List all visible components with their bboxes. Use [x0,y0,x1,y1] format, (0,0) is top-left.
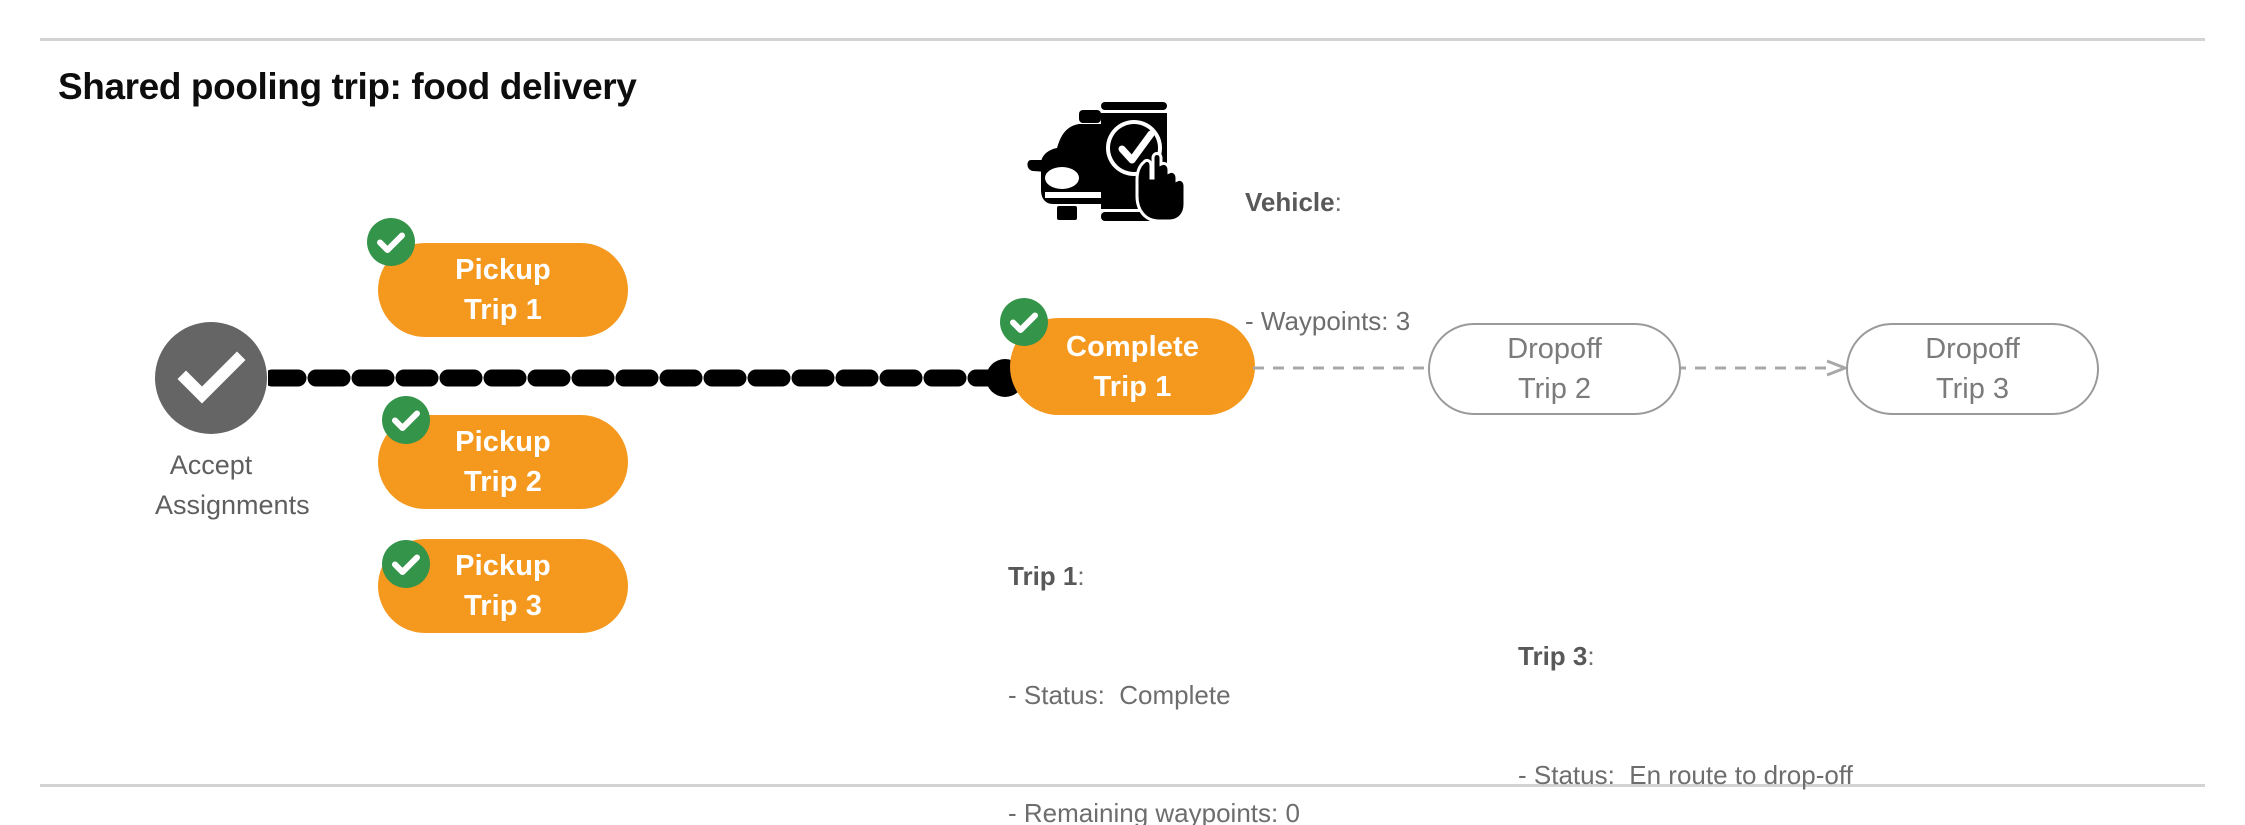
vehicle-info-heading: Vehicle [1245,187,1335,217]
page-title: Shared pooling trip: food delivery [58,66,637,107]
check-badge-icon-complete-trip-1 [1000,298,1048,346]
trip3-heading-colon: : [1587,641,1595,671]
trip1-waypoints-line: - Remaining waypoints: 0 [1008,798,1300,825]
step-action-label: Dropoff [1925,333,2020,365]
step-action-label: Pickup [455,550,551,582]
accept-assignments-node[interactable]: Accept Assignments [155,322,310,525]
step-trip-label: Trip 3 [1935,373,2010,405]
car-phone-check-icon [1027,86,1192,231]
trip1-heading-colon: : [1077,561,1085,591]
step-trip-label: Trip 2 [464,466,542,498]
vehicle-info-heading-row: Vehicle: [1245,183,1410,223]
step-trip-label: Trip 1 [464,294,542,326]
vehicle-info-block: Vehicle: - Waypoints: 3 [1245,104,1410,420]
step-action-label: Pickup [455,254,551,286]
trip3-heading-row: Trip 3: [1518,637,1853,677]
step-dropoff-trip-2[interactable]: Dropoff Trip 2 [1428,323,1681,415]
step-trip-label: Trip 2 [1517,373,1592,405]
accept-label-line1: Accept [169,450,253,480]
step-complete-trip-1[interactable]: Complete Trip 1 [1010,318,1255,415]
bottom-divider [40,784,2205,787]
step-dropoff-trip-3[interactable]: Dropoff Trip 3 [1846,323,2099,415]
trip1-heading-row: Trip 1: [1008,557,1343,597]
trip3-info-block: Trip 3: - Status: En route to drop-off -… [1518,558,1853,825]
check-badge-icon-pickup-trip-3 [382,540,430,588]
connector-complete1-to-dropoff2 [1253,357,1433,379]
trip1-status-line: - Status: Complete [1008,679,1231,710]
check-badge-icon-pickup-trip-2 [382,396,430,444]
check-badge-icon-pickup-trip-1 [367,218,415,266]
step-pickup-trip-1[interactable]: Pickup Trip 1 [378,243,628,337]
check-circle-icon [155,322,267,434]
assignment-route-dashed-line [263,362,1018,394]
trip1-trip2-info-block: Trip 1: - Status: Complete - Remaining w… [1008,478,1343,825]
step-action-label: Pickup [455,426,551,458]
step-action-label: Complete [1066,330,1199,363]
top-divider [40,38,2205,41]
step-action-label: Dropoff [1507,333,1602,365]
vehicle-waypoints-line: - Waypoints: 3 [1245,305,1411,336]
connector-dropoff2-to-dropoff3 [1675,357,1853,379]
accept-assignments-label: Accept Assignments [155,445,310,525]
trip1-heading: Trip 1 [1008,561,1078,591]
accept-label-line2: Assignments [155,490,310,520]
vehicle-info-heading-colon: : [1334,187,1342,217]
trip3-heading: Trip 3 [1518,641,1588,671]
step-trip-label: Trip 3 [464,590,542,622]
step-trip-label: Trip 1 [1093,370,1172,403]
trip3-status-line: - Status: En route to drop-off [1518,759,1853,790]
